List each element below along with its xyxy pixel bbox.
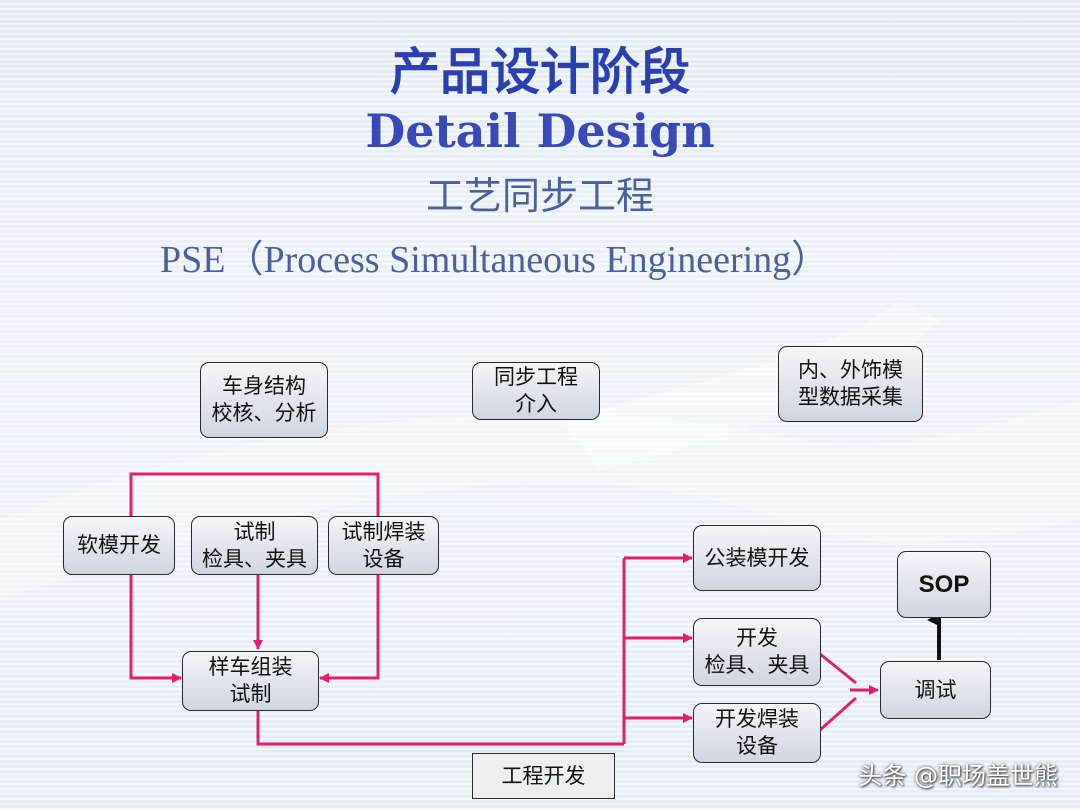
box-trial-welding: 试制焊装 设备 [328, 516, 439, 575]
box-trial-fixtures: 试制 检具、夹具 [191, 516, 318, 575]
page-title: 产品设计阶段 [390, 43, 690, 101]
box-commissioning: 调试 [880, 661, 991, 719]
box-dev-fixtures: 开发 检具、夹具 [693, 618, 821, 686]
box-prototype-assembly: 样车组装 试制 [182, 651, 319, 711]
subtitle: 工艺同步工程 [425, 174, 654, 218]
page-title-english: Detail Design [365, 104, 715, 158]
box-soft-tooling: 软模开发 [63, 516, 175, 575]
merge-fixtures [819, 652, 857, 685]
box-hard-tooling: 公装模开发 [693, 525, 821, 591]
box-engineering-dev: 工程开发 [472, 753, 615, 799]
arrow-welding-to-prototype [319, 575, 380, 683]
line-prototype-to-dev [256, 711, 624, 746]
watermark: 头条 @职场盖世熊 [858, 762, 1058, 790]
box-sop: SOP [897, 551, 991, 618]
subtitle-english: PSE（Process Simultaneous Engineering） [160, 239, 830, 281]
box-body-structure: 车身结构 校核、分析 [200, 362, 328, 438]
box-trim-model: 内、外饰模 型数据采集 [778, 346, 923, 422]
box-dev-welding: 开发焊装 设备 [693, 703, 821, 763]
loop-line-top [129, 472, 380, 516]
arrow-soft-to-prototype [129, 575, 182, 683]
merge-welding [819, 696, 857, 732]
box-pse-involve: 同步工程 介入 [472, 362, 600, 420]
